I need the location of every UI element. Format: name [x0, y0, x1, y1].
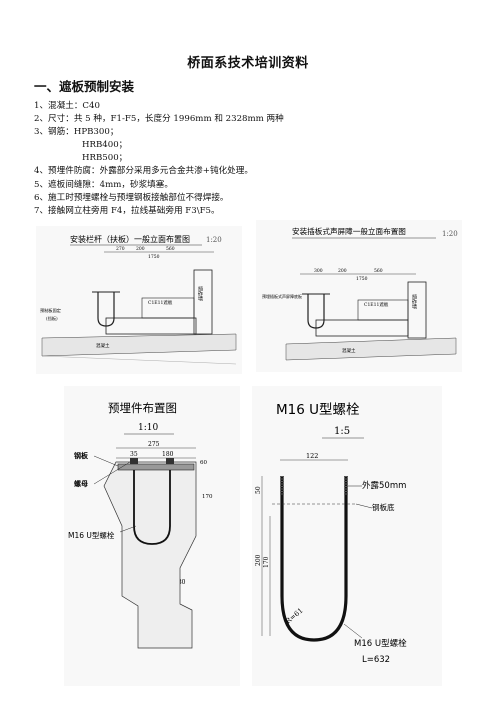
figure-scale: 1:5	[334, 426, 350, 437]
dim-label: 170	[202, 494, 213, 500]
left-label: 预埋插板式声屏障底板	[262, 293, 302, 299]
component-label: C1E11遮板	[148, 299, 173, 306]
figure-title: 安装插板式声屏障一般立面布置图	[292, 226, 406, 236]
left-label: (挡板)	[46, 315, 58, 322]
dim-label: 270	[116, 246, 125, 252]
list-item: 4、预埋件防腐：外露部分采用多元合金共渗+钝化处理。	[34, 166, 253, 177]
drawing-railing: 安装栏杆（扶板）一般立面布置图 1:20 270 200 560 1750 挡砟…	[40, 234, 237, 365]
figure-scale: 1:20	[206, 236, 222, 244]
figure-embedded-parts-layout: 预埋件布置图 1:10 275 35 180 60 170 180 钢板 螺母 …	[64, 386, 240, 686]
dim-label: 1750	[148, 254, 160, 260]
dim-label: 50	[255, 486, 262, 494]
dim-label: 60	[200, 460, 207, 466]
bolt-length-label: L=632	[362, 655, 390, 665]
list-item: 1、混凝土：C40	[34, 101, 100, 111]
bottom-label: 混凝土	[96, 342, 110, 349]
side-label: 挡砟墙	[197, 285, 203, 302]
figure-title: 安装栏杆（扶板）一般立面布置图	[70, 234, 190, 244]
figure-scale: 1:20	[442, 230, 458, 238]
thread-label: 外露50mm	[362, 480, 406, 491]
list-item: 5、遮板间缝隙：4mm，砂浆填塞。	[34, 179, 173, 190]
figure-scale: 1:10	[138, 423, 158, 433]
bolt-label: M16 U型螺栓	[68, 530, 115, 540]
drawing-sound-barrier: 安装插板式声屏障一般立面布置图 1:20 300 200 560 1750 挡砟…	[262, 226, 458, 361]
figure-u-bolt-detail: M16 U型螺栓 1:5 122 50 200 170 R=61 外露50mm …	[252, 386, 442, 686]
dim-label: 300	[314, 268, 323, 274]
dim-label: 170	[263, 556, 270, 568]
nut-label: 螺母	[74, 479, 88, 488]
list-item: 7、接触网立柱旁用 F4，拉线基础旁用 F3\F5。	[34, 205, 220, 216]
left-label: 预制板固定	[40, 307, 61, 314]
dim-label: 35	[130, 451, 138, 458]
dim-label: 275	[148, 441, 160, 448]
figure-railing-elevation: 安装栏杆（扶板）一般立面布置图 1:20 270 200 560 1750 挡砟…	[36, 226, 242, 374]
component-label: C1E11遮板	[364, 301, 389, 308]
dim-label: 122	[306, 452, 318, 460]
list-item: 6、施工时预埋螺栓与预埋钢板接触部位不得焊接。	[34, 192, 229, 203]
list-item: HRB400；	[82, 140, 128, 151]
drawing-embedded-parts: 预埋件布置图 1:10 275 35 180 60 170 180 钢板 螺母 …	[68, 401, 213, 649]
dim-label: 200	[338, 268, 347, 274]
list-item: 3、钢筋：HPB300；	[34, 127, 119, 138]
figure-sound-barrier-elevation: 安装插板式声屏障一般立面布置图 1:20 300 200 560 1750 挡砟…	[256, 220, 462, 372]
dim-label: 1750	[356, 276, 368, 282]
list-item: 2、尺寸：共 5 种，F1-F5，长度分 1996mm 和 2328mm 两种	[34, 114, 284, 125]
radius-label: R=61	[284, 607, 304, 626]
spec-list: 1、混凝土：C40 2、尺寸：共 5 种，F1-F5，长度分 1996mm 和 …	[34, 100, 474, 218]
drawing-u-bolt: M16 U型螺栓 1:5 122 50 200 170 R=61 外露50mm …	[255, 402, 407, 665]
figure-title: 预埋件布置图	[108, 401, 177, 415]
dim-label: 560	[374, 268, 383, 274]
plate-label: 钢板	[74, 451, 89, 460]
plate-bottom-label: 钢板底	[372, 502, 395, 512]
bottom-label: 混凝土	[342, 347, 356, 354]
list-item: HRB500；	[82, 153, 128, 164]
bolt-name-label: M16 U型螺栓	[354, 638, 407, 649]
figure-title: M16 U型螺栓	[276, 402, 360, 418]
section-heading: 一、遮板预制安装	[34, 79, 135, 94]
dim-label: 200	[255, 554, 262, 566]
dim-label: 180	[162, 451, 174, 458]
dim-label: 200	[136, 246, 145, 252]
side-label: 挡砟墙	[411, 293, 417, 310]
dim-label: 560	[166, 246, 175, 252]
document-title: 桥面系技术培训资料	[187, 56, 309, 71]
